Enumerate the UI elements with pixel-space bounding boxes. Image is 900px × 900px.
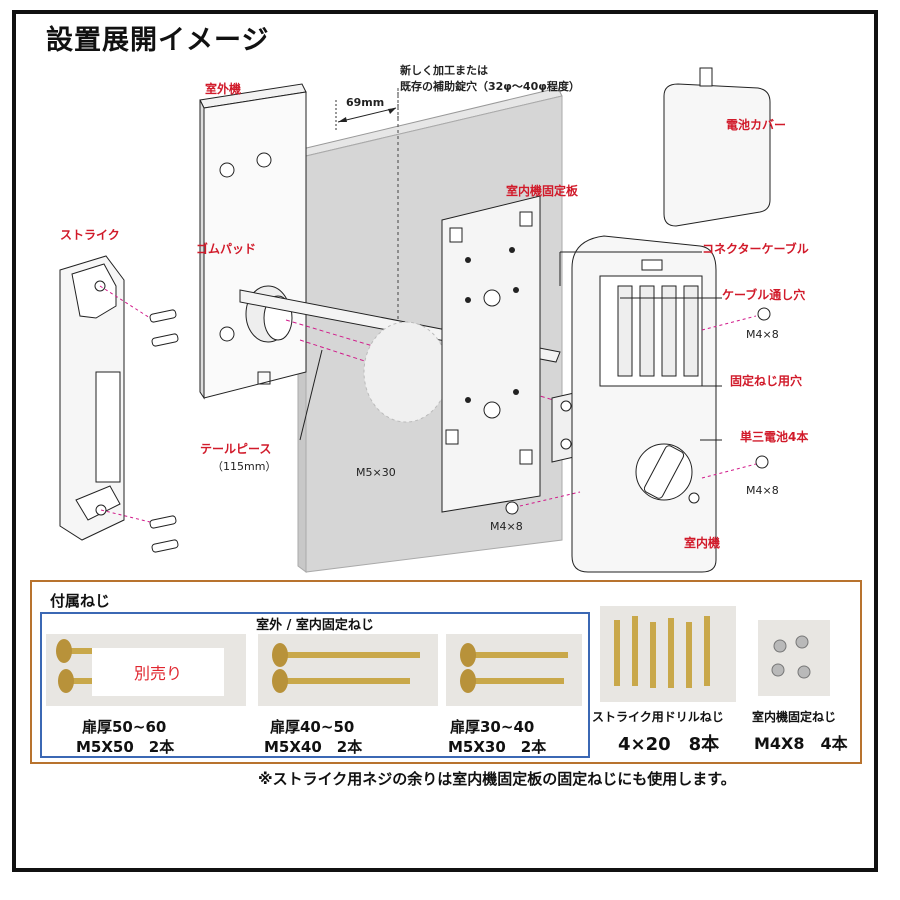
fixing-screws-box bbox=[40, 612, 590, 758]
screw2-line2: M5X40 2本 bbox=[264, 738, 363, 756]
label-tailpiece: テールピース bbox=[200, 442, 272, 456]
page-title: 設置展開イメージ bbox=[46, 25, 270, 56]
label-hole-note-1: 新しく加工または bbox=[400, 64, 488, 77]
label-tailpiece-length: （115mm） bbox=[212, 460, 277, 473]
label-indoor-unit: 室内機 bbox=[684, 536, 721, 550]
leader-lines bbox=[299, 251, 722, 441]
screw-image-strike bbox=[614, 616, 710, 688]
screw-photo-m5x30 bbox=[446, 634, 582, 706]
screw-image-m5x30 bbox=[460, 643, 568, 693]
label-fixing-hole: 固定ねじ用穴 bbox=[730, 374, 803, 388]
indoor-screw-spec: M4X8 4本 bbox=[754, 734, 848, 753]
label-dim-69mm: 69mm bbox=[346, 96, 385, 109]
strike-screws bbox=[99, 285, 179, 553]
screw1-line2: M5X50 2本 bbox=[76, 738, 175, 756]
strike bbox=[59, 255, 125, 541]
screw3-line1: 扉厚30~40 bbox=[450, 718, 535, 736]
label-aa-battery: 単三電池4本 bbox=[740, 430, 809, 444]
screw-photo-strike bbox=[600, 606, 736, 702]
outer-frame bbox=[12, 10, 878, 872]
m4-screws bbox=[505, 307, 771, 515]
indoor-unit bbox=[571, 235, 717, 573]
screw1-line1: 扉厚50~60 bbox=[82, 718, 167, 736]
label-outdoor-unit: 室外機 bbox=[205, 82, 242, 96]
label-indoor-plate: 室内機固定板 bbox=[506, 184, 579, 198]
footnote: ※ストライク用ネジの余りは室内機固定板の固定ねじにも使用します。 bbox=[258, 770, 736, 788]
label-strike: ストライク bbox=[60, 228, 120, 242]
label-rubber-pad: ゴムパッド bbox=[196, 242, 257, 256]
sold-separately-badge: 別売り bbox=[92, 648, 224, 696]
dimension-69mm bbox=[335, 88, 399, 380]
label-battery-cover: 電池カバー bbox=[726, 118, 787, 132]
screw2-line1: 扉厚40~50 bbox=[270, 718, 355, 736]
exploded-diagram bbox=[59, 67, 771, 573]
label-m5x30: M5×30 bbox=[356, 466, 396, 479]
label-hole-note-2: 既存の補助錠穴（32φ〜40φ程度） bbox=[400, 80, 580, 93]
accessories-box bbox=[30, 580, 862, 764]
fixing-screws-title: 室外 / 室内固定ねじ bbox=[256, 618, 374, 633]
screw3-line2: M5X30 2本 bbox=[448, 738, 547, 756]
screw-image-indoor bbox=[771, 635, 811, 679]
accessories-title: 付属ねじ bbox=[50, 592, 111, 610]
screw-photo-m5x40 bbox=[258, 634, 438, 706]
strike-screw-label: ストライク用ドリルねじ bbox=[592, 710, 724, 724]
indoor-fixing-plate bbox=[441, 195, 541, 513]
strike-screw-spec: 4×20 8本 bbox=[618, 734, 720, 755]
indoor-screw-label: 室内機固定ねじ bbox=[752, 710, 837, 724]
label-connector-cable: コネクターケーブル bbox=[702, 242, 809, 256]
label-m4x8-b: M4×8 bbox=[746, 484, 779, 497]
label-m4x8-c: M4×8 bbox=[490, 520, 523, 533]
screw-image-m5x40 bbox=[272, 643, 420, 693]
screw-photo-indoor bbox=[758, 620, 830, 696]
label-m4x8-a: M4×8 bbox=[746, 328, 779, 341]
label-cable-hole: ケーブル通し穴 bbox=[722, 288, 806, 302]
battery-cover bbox=[663, 67, 771, 227]
